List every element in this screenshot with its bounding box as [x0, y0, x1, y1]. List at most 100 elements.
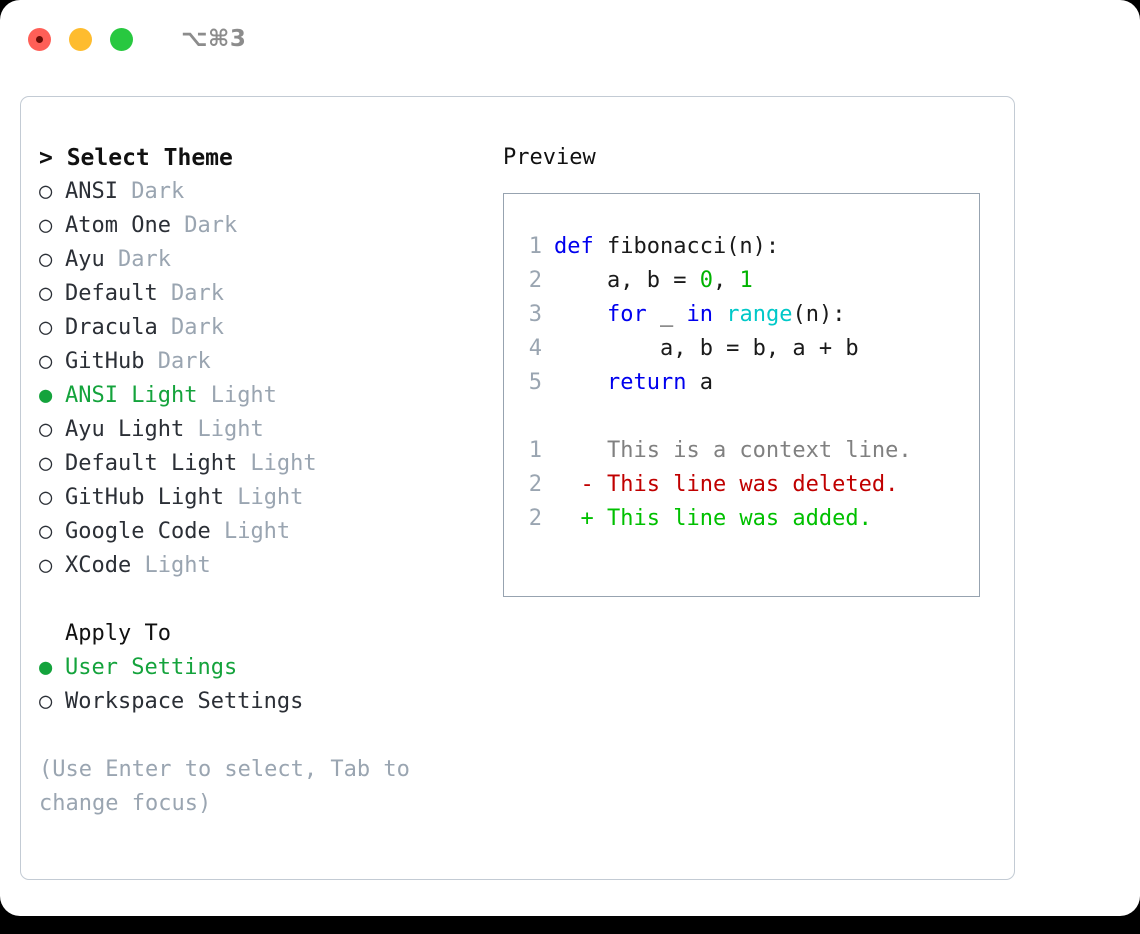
list-spacer	[39, 583, 483, 617]
theme-option-category: Light	[131, 553, 211, 578]
radio-unselected-icon: ○	[39, 281, 53, 306]
theme-selector-column: > Select Theme ○ANSI Dark○Atom One Dark○…	[21, 141, 483, 821]
radio-unselected-icon: ○	[39, 315, 53, 340]
code-token	[713, 302, 726, 327]
code-diff-separator	[518, 400, 979, 434]
code-line: 5 return a	[518, 366, 979, 400]
radio-unselected-icon: ○	[39, 179, 53, 204]
theme-option-label: Atom One	[65, 213, 171, 238]
apply-to-option-label: User Settings	[65, 655, 238, 680]
code-token: a, b =	[554, 268, 700, 293]
theme-option-label: Google Code	[65, 519, 211, 544]
theme-option[interactable]: ○GitHub Light Light	[39, 481, 483, 515]
close-window-button[interactable]	[28, 27, 51, 51]
radio-unselected-icon: ○	[39, 213, 53, 238]
keyboard-hint: (Use Enter to select, Tab to change focu…	[39, 757, 424, 816]
theme-option[interactable]: ● ANSI Light Light	[39, 379, 483, 413]
apply-to-option-label: Workspace Settings	[65, 689, 304, 714]
theme-option-category: Dark	[104, 247, 171, 272]
diff-marker: +	[554, 506, 607, 531]
apply-to-option[interactable]: ● User Settings	[39, 651, 483, 685]
preview-title: Preview	[503, 145, 596, 170]
traffic-lights	[28, 27, 133, 51]
theme-option[interactable]: ○Ayu Dark	[39, 243, 483, 277]
theme-option[interactable]: ○ XCode Light	[39, 549, 483, 583]
code-line: 3 for _ in range(n):	[518, 298, 979, 332]
theme-list: ○ANSI Dark○Atom One Dark○Ayu Dark○Defaul…	[39, 175, 483, 583]
diff-sample: 1 This is a context line.2 - This line w…	[518, 434, 979, 536]
line-number: 1	[528, 234, 542, 259]
theme-option-category: Dark	[170, 213, 238, 238]
apply-to-header: Apply To	[65, 621, 171, 646]
theme-option-label: Dracula	[65, 315, 158, 340]
line-number: 3	[528, 302, 542, 327]
code-token: 1	[739, 268, 753, 293]
line-number: 1	[528, 438, 542, 463]
main-panel: > Select Theme ○ANSI Dark○Atom One Dark○…	[20, 96, 1015, 880]
theme-option-category: Dark	[157, 281, 224, 306]
theme-option-label: GitHub Light	[65, 485, 224, 510]
radio-unselected-icon: ○	[39, 689, 53, 714]
code-token: 0	[699, 268, 713, 293]
code-token	[554, 370, 607, 395]
theme-option[interactable]: ○ Atom One Dark	[39, 209, 483, 243]
theme-option-label: ANSI Light	[65, 383, 198, 408]
theme-option[interactable]: ○ GitHub Dark	[39, 345, 483, 379]
diff-marker: -	[554, 472, 607, 497]
code-line: 4 a, b = b, a + b	[518, 332, 979, 366]
theme-option-category: Light	[223, 485, 304, 510]
code-token: for	[606, 302, 647, 327]
code-line: 2 a, b = 0, 1	[518, 264, 979, 298]
theme-option-label: XCode	[65, 553, 132, 578]
line-number: 2	[528, 268, 542, 293]
theme-option-label: Default	[65, 281, 158, 306]
theme-option-category: Dark	[157, 315, 224, 340]
theme-option-label: GitHub	[65, 349, 145, 374]
code-token: (n):	[792, 302, 846, 327]
theme-option[interactable]: ○ Default Dark	[39, 277, 483, 311]
line-number: 4	[528, 336, 542, 361]
theme-option-label: Ayu	[65, 247, 105, 272]
diff-line: 2 - This line was deleted.	[518, 468, 979, 502]
theme-option[interactable]: ○Default Light Light	[39, 447, 483, 481]
radio-selected-icon: ●	[39, 383, 53, 408]
radio-selected-icon: ●	[39, 655, 53, 680]
code-token: a	[686, 370, 713, 395]
maximize-window-button[interactable]	[110, 27, 133, 51]
theme-option[interactable]: ○Google Code Light	[39, 515, 483, 549]
code-token: in	[686, 302, 713, 327]
code-token: _	[646, 302, 687, 327]
theme-option-category: Dark	[144, 349, 211, 374]
theme-option-label: ANSI	[65, 179, 118, 204]
code-token: return	[606, 370, 687, 395]
theme-option-category: Light	[197, 383, 277, 408]
theme-option[interactable]: ○ Dracula Dark	[39, 311, 483, 345]
theme-option-label: Default Light	[65, 451, 238, 476]
minimize-window-button[interactable]	[69, 27, 92, 51]
radio-unselected-icon: ○	[39, 553, 53, 578]
apply-to-list: ● User Settings ○ Workspace Settings	[39, 651, 483, 719]
hint-spacer	[39, 719, 483, 753]
theme-option-label: Ayu Light	[65, 417, 185, 442]
page-title: > Select Theme	[39, 145, 233, 171]
window-titlebar: ⌥⌘3	[0, 0, 1140, 78]
line-number: 5	[528, 370, 542, 395]
theme-option[interactable]: ○ ANSI Dark	[39, 175, 483, 209]
code-token	[554, 302, 607, 327]
theme-option-category: Light	[210, 519, 291, 544]
theme-option-category: Dark	[117, 179, 185, 204]
line-number: 2	[528, 472, 542, 497]
apply-to-option[interactable]: ○ Workspace Settings	[39, 685, 483, 719]
radio-unselected-icon: ○	[39, 349, 53, 374]
radio-unselected-icon: ○	[39, 451, 53, 476]
diff-text: This line was added.	[606, 506, 872, 531]
code-token: fibonacci(n):	[606, 234, 780, 259]
diff-line: 2 + This line was added.	[518, 502, 979, 536]
radio-unselected-icon: ○	[39, 417, 53, 442]
theme-option[interactable]: ○Ayu Light Light	[39, 413, 483, 447]
